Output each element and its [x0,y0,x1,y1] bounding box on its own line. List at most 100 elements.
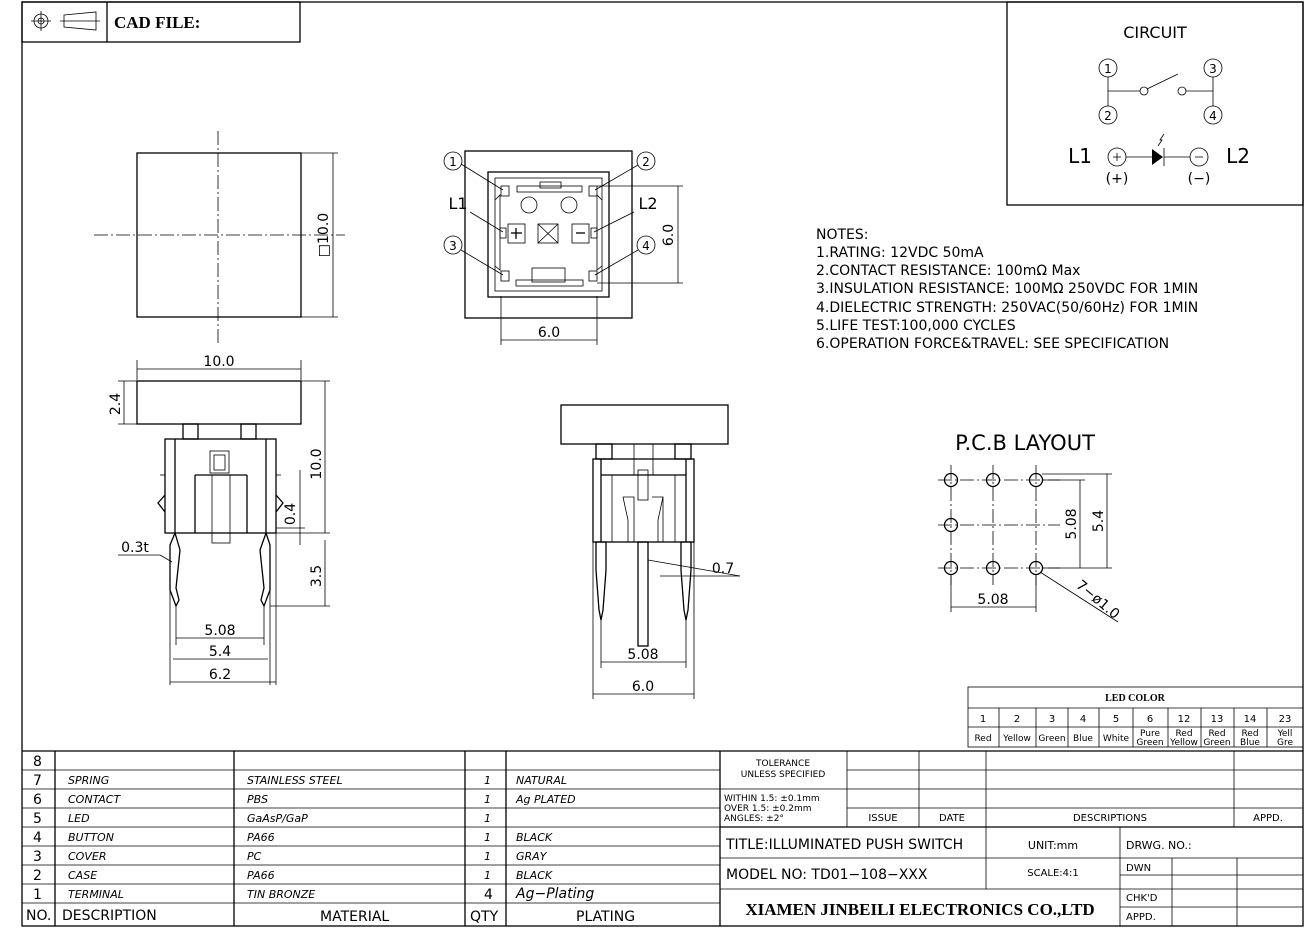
bom-desc: CONTACT [68,793,121,806]
circuit-led-left: L1 [1068,144,1092,168]
led-code: 14 [1244,714,1257,725]
dim-pcb-508-vertical: 5.08 [1064,508,1080,539]
terminal-l1-label: L1 [448,194,467,213]
circuit-title: CIRCUIT [1123,23,1187,42]
side-view: 10.0 2.4 10.0 0.4 3.5 [108,354,330,685]
descriptions-label: DESCRIPTIONS [1073,813,1147,824]
issue-label: ISSUE [868,813,897,824]
company-name: XIAMEN JINBEILI ELECTRONICS CO.,LTD [745,900,1094,919]
bom-no: 7 [33,773,42,789]
note-line-3: 3.INSULATION RESISTANCE: 100MΩ 250VDC FO… [816,281,1198,297]
dim-side-top: 10.0 [203,354,234,370]
pcb-title: P.C.B LAYOUT [955,431,1095,455]
note-line-6: 6.OPERATION FORCE&TRAVEL: SEE SPECIFICAT… [816,336,1169,352]
led-color-name: Green [1038,734,1065,744]
terminal-pin-3: 3 [449,239,457,253]
bom-no: 1 [33,887,42,903]
bom-qty: 1 [484,812,491,825]
plus-terminal-icon [507,223,526,244]
pcb-hole [985,472,1001,488]
tolerance-angles: ANGLES: ±2° [724,814,784,824]
bom-no: 2 [33,868,42,884]
tolerance-title: TOLERANCE [755,759,810,769]
led-code: 23 [1279,714,1292,725]
bom-mat: TIN BRONZE [247,888,315,901]
bom-no: 5 [33,811,42,827]
bom-desc: CASE [68,869,97,882]
circuit-minus-label: (−) [1188,171,1211,187]
bom-qty: 1 [484,850,491,863]
notes-title: NOTES: [816,227,869,243]
dwn-label: DWN [1126,863,1151,874]
bom-no: 3 [33,849,42,865]
bom-mat: PC [247,850,262,863]
led-color-table: LED COLOR 1 2 3 4 5 6 12 13 14 23 Red Ye… [967,686,1304,748]
bom-table: 8 7 SPRING STAINLESS STEEL 1 NATURAL 6 C… [22,750,1303,926]
circuit-diagram: CIRCUIT 1 2 3 4 L1 L2 (+) (−) [1006,1,1304,206]
bom-header: NO. DESCRIPTION MATERIAL QTY PLATING [26,908,635,925]
led-color-name: Red [1208,729,1225,739]
bom-qty: 1 [484,774,491,787]
note-line-4: 4.DIELECTRIC STRENGTH: 250VAC(50/60Hz) F… [816,300,1198,316]
led-color-codes: 1 2 3 4 5 6 12 13 14 23 [980,714,1292,725]
note-line-2: 2.CONTACT RESISTANCE: 100mΩ Max [816,263,1080,279]
dim-pin-length: 3.5 [309,565,325,587]
dim-pcb-54: 5.4 [1091,510,1107,532]
dim-terminal-width: 6.0 [538,325,560,341]
bom-desc: COVER [68,850,106,863]
terminal-pin-4: 4 [642,239,650,253]
dim-pin-spacing-62: 6.2 [209,667,231,683]
front-view: 0.7 5.08 6.0 [560,404,741,699]
circuit-pin-3: 3 [1209,62,1217,76]
dim-side-height: 10.0 [309,448,325,479]
led-color-name: Green [1136,738,1163,748]
terminal-pin-1: 1 [449,155,457,169]
led-color-name: Yell [1277,729,1293,739]
pcb-hole [943,560,959,576]
dim-front-pin-spacing: 5.08 [627,647,658,663]
appd-label: APPD. [1126,912,1156,923]
led-color-names: Red Yellow Green Blue White Pure Green R… [974,729,1293,748]
tolerance-over: OVER 1.5: ±0.2mm [724,804,811,814]
bom-header-mat: MATERIAL [320,909,389,925]
circuit-pin-2: 2 [1104,109,1112,123]
bom-mat: PA66 [247,869,275,882]
bom-plat: BLACK [516,869,553,882]
bom-row: 3 COVER PC 1 GRAY [33,849,548,865]
bom-mat: STAINLESS STEEL [247,774,343,787]
led-code: 3 [1049,714,1055,725]
bom-row: 6 CONTACT PBS 1 Ag PLATED [33,792,576,808]
led-color-name: Red [974,734,991,744]
bom-row: 1 TERMINAL TIN BRONZE 4 Ag−Plating [33,886,594,903]
bom-no: 6 [33,792,42,808]
dim-square-10: □10.0 [316,213,332,257]
cad-file-label: CAD FILE: [114,13,200,32]
bom-plat: BLACK [516,831,553,844]
bom-header-plat: PLATING [576,909,635,925]
bom-mat: PBS [247,793,268,806]
bom-plat: GRAY [516,850,548,863]
dim-thickness: 0.3t [121,540,149,556]
led-color-name: Red [1241,729,1258,739]
note-line-5: 5.LIFE TEST:100,000 CYCLES [816,318,1016,334]
bom-row: 7 SPRING STAINLESS STEEL 1 NATURAL [33,773,567,789]
bom-desc: BUTTON [68,831,114,844]
bom-qty: 1 [484,869,491,882]
led-code: 4 [1080,714,1086,725]
dim-pin-spacing-508: 5.08 [204,623,235,639]
led-code: 5 [1113,714,1119,725]
notes-block: NOTES: 1.RATING: 12VDC 50mA 2.CONTACT RE… [816,227,1198,352]
terminal-pin-2: 2 [642,155,650,169]
title-block: TOLERANCE UNLESS SPECIFIED WITHIN 1.5: ±… [720,751,1303,926]
bom-desc: SPRING [68,774,109,787]
bom-row: 4 BUTTON PA66 1 BLACK [33,830,553,846]
model-number: MODEL NO: TD01−108−XXX [726,867,928,883]
bom-header-qty: QTY [470,909,499,925]
dim-terminal-height: 6.0 [661,224,677,246]
scale-label: SCALE:4:1 [1027,868,1079,879]
led-color-title: LED COLOR [1105,693,1166,704]
dim-cap-height: 2.4 [108,393,124,415]
circuit-pin-4: 4 [1209,109,1217,123]
led-window-icon [537,223,559,244]
bom-header-desc: DESCRIPTION [62,908,157,924]
